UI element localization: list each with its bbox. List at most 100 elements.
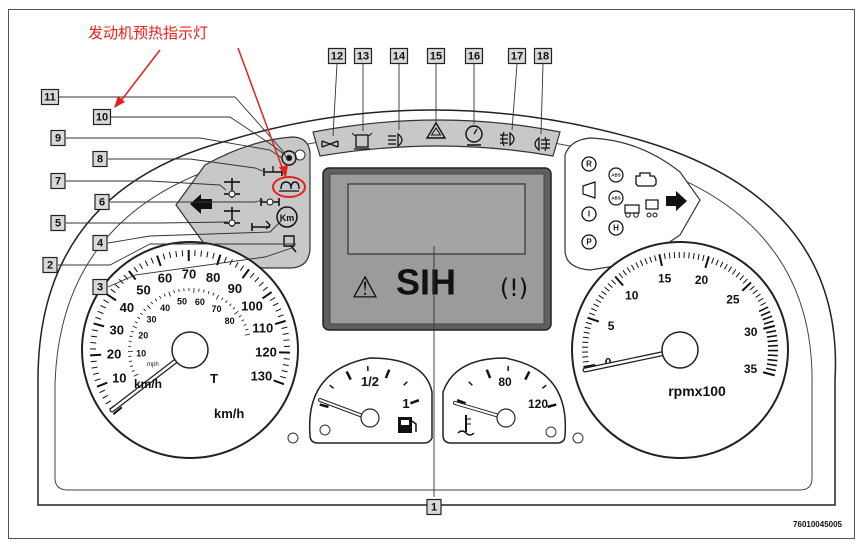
temp-tick [456,399,467,405]
callout-2: 2 [42,256,58,274]
callout-label: 11 [44,92,56,104]
speedometer-mph-tick [173,290,175,294]
speedometer-mph-tick [129,335,133,338]
speedometer-tick [112,406,123,416]
speedometer-tick [93,322,105,328]
temp-tick [468,381,473,386]
speedometer-mph-tick [238,314,242,318]
speedometer-kmh-label: 120 [255,345,277,360]
callout-18: 18 [533,47,553,65]
speedometer-kmh-label: 110 [252,320,273,335]
tachometer-tick [731,269,737,275]
tachometer-tick [587,316,600,323]
speedometer-mph-label: 70 [212,304,222,314]
h-indicator-icon: H [608,220,624,236]
speedometer-kmh-label: 40 [120,300,134,315]
horn-icon [582,181,596,199]
glow-plug-icon [279,181,300,192]
speedometer-tick [262,286,268,292]
speedometer-tick [94,378,101,382]
tachometer-tick [644,258,648,265]
annotation-arrows [114,47,288,178]
speedometer-mph-tick [133,373,139,377]
i-indicator-icon: I [581,206,597,222]
fuel-full-label: 1 [402,396,409,411]
high-beam-icon [388,132,403,148]
callout-6: 6 [94,193,110,211]
filter-icon [283,235,297,253]
speedometer-tick [110,288,116,294]
tachometer-tick [585,321,592,325]
tachometer-tick [583,331,590,334]
callout-label: 8 [97,154,103,166]
tachometer-tick [630,264,635,271]
speedometer-tick [212,252,215,259]
speedometer-tick [240,265,245,271]
speedometer-mph-tick [228,303,232,307]
speedometer-tick [175,250,178,258]
speedometer-tick [277,314,284,318]
callout-label: 17 [511,51,523,63]
speedometer-tick [99,389,106,394]
speedometer-mph-tick [132,325,138,329]
speedometer-mph-tick [203,289,205,293]
speedometer-kmh-label: 80 [206,270,220,285]
callout-16: 16 [464,47,484,65]
tachometer-tick [767,339,778,343]
callout-label: 12 [331,51,343,63]
speedometer-outer-unit: km/h [214,406,244,421]
speedometer-tick [280,375,287,379]
fuel-tick [403,381,408,386]
callout-label: 10 [96,112,108,124]
cluster-outline [37,109,837,506]
speedometer-tick [275,308,282,312]
speedometer-tick [90,360,97,363]
tachometer-tick [692,252,695,260]
speedometer-kmh-label: 70 [182,267,196,282]
beacon-light-icon [351,132,373,150]
tachometer-tick [763,324,776,330]
r-indicator-label: R [586,160,592,169]
speedometer-tick [168,252,172,259]
tachometer-tick [711,257,715,264]
speedometer-mph-tick [243,323,247,326]
speedometer-tick [156,255,162,267]
left-indicator-panel [175,136,311,269]
speedometer-mph-tick [221,297,224,301]
tachometer-tick [741,281,752,292]
callout-label: 6 [99,197,105,209]
tachometer-tick [728,266,733,273]
callout-9: 9 [50,129,66,147]
speedometer-kmh-label: 30 [109,322,123,337]
tachometer-tick [601,290,607,296]
fuel-tick [345,370,352,381]
speedometer-tick [144,260,149,267]
tachometer-tick [766,329,777,334]
tachometer-tick [760,310,771,317]
screw-left-bottom [287,432,299,444]
speedometer-tick [254,277,260,283]
callout-1: 1 [426,498,442,516]
speedometer-tick [91,329,99,332]
speedometer-mph-tick [241,319,245,322]
callout-10: 10 [92,108,112,126]
speedometer-tick [241,268,250,279]
speedometer-tick [96,381,108,388]
speedometer-tick [234,262,239,268]
callout-label: 3 [97,282,103,294]
speedometer-tick [269,297,276,302]
axle-lock-icon-2 [260,198,280,206]
tachometer-tick [663,253,666,260]
p-indicator-label: P [586,238,592,247]
speedometer-tick [249,272,255,279]
screw-right-top [572,432,584,444]
right-turn-arrow-icon [666,191,687,211]
tachometer-tick [763,320,774,325]
tachometer-tick [593,303,600,308]
display-warning-icon: ⚠ [352,271,379,306]
speedometer-tick [282,364,289,367]
trailer-icon [624,204,640,218]
axle-lift-icon [251,220,271,231]
